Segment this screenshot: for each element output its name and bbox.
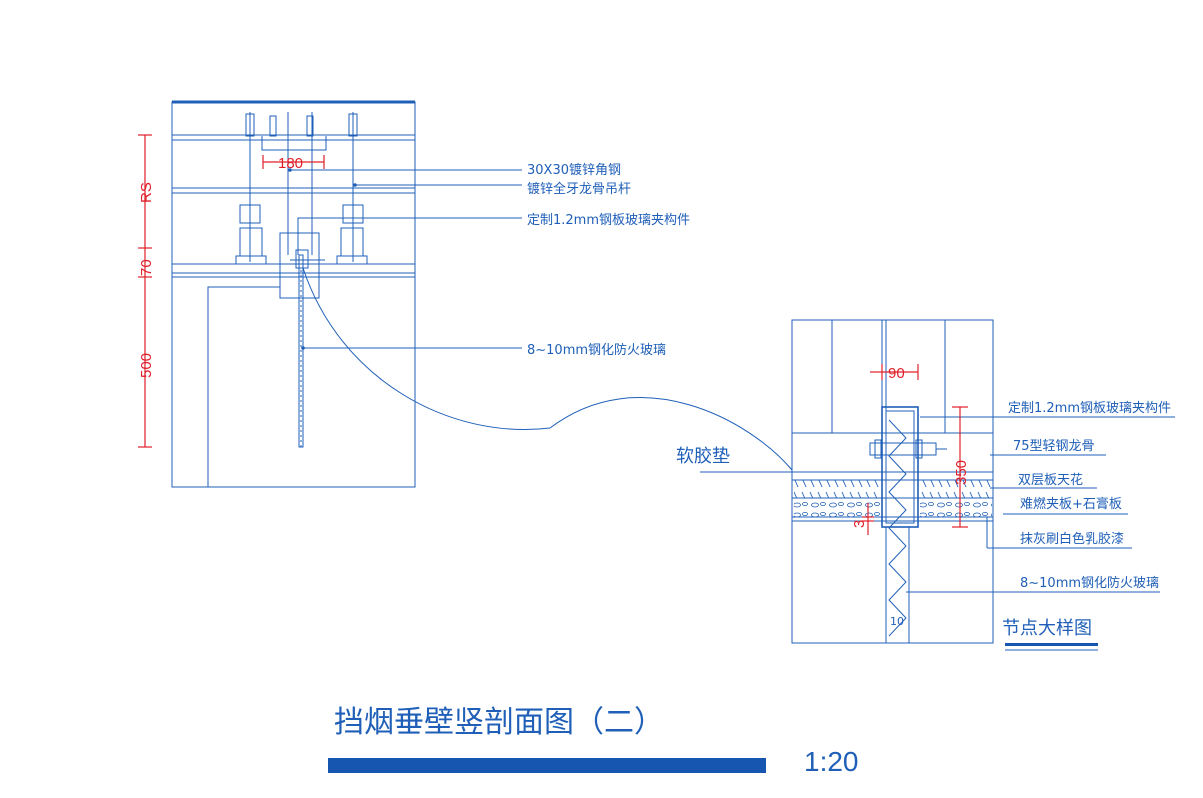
detail-label-ceiling: 双层板天花 [1018,472,1083,488]
detail-label-paint: 抹灰刷白色乳胶漆 [1020,531,1124,547]
detail-label-board: 难燃夹板+石膏板 [1020,496,1122,512]
scale-label: 1:20 [804,746,859,777]
carrier-channel-left [235,204,267,265]
dim-180: 180 [262,155,325,172]
dim-70-label: 70 [138,259,155,276]
dim-90-label: 90 [888,365,905,382]
label-angle-steel: 30X30镀锌角钢 [527,162,621,178]
detail-glass [888,419,907,637]
title-bar [328,758,766,773]
main-title: 挡烟垂壁竖剖面图（二） [334,705,664,740]
detail-clamp [881,406,919,528]
detail-label-glass: 8~10mm钢化防火玻璃 [1020,575,1159,591]
dim-350-label: 350 [953,460,970,485]
detail-label-keel: 75型轻钢龙骨 [1013,439,1095,454]
ceiling-board [171,263,416,274]
dim-3-label: 3 [851,520,868,528]
section-outline [171,134,416,488]
detail-label-clamp: 定制1.2mm钢板玻璃夹构件 [1008,401,1171,416]
detail-title: 节点大样图 [1002,618,1092,639]
label-soft-pad: 软胶垫 [676,446,730,467]
detail-dimensions: 90 350 3 10 [851,364,970,628]
node-detail: 90 350 3 10 定制1.2mm钢板玻璃夹构件 75型轻钢龙骨 双层板天花… [791,319,1175,651]
detail-frame [791,319,994,644]
carrier-channel-right [336,204,368,265]
label-glass: 8~10mm钢化防火玻璃 [527,342,666,358]
vertical-dimensions: RS 70 500 [138,134,155,448]
detail-board-bottom [794,500,880,517]
left-section: 180 RS 70 500 30X30镀锌角钢 镀锌全牙龙骨吊杆 定制1.2mm… [138,100,690,488]
concrete-slab [171,101,416,136]
callout-curve [302,267,793,471]
dim-500-label: 500 [138,353,155,378]
dim-180-label: 180 [278,155,303,172]
label-hanger-rod: 镀锌全牙龙骨吊杆 [527,181,631,197]
dim-rs-label: RS [138,182,155,203]
label-clamp: 定制1.2mm钢板玻璃夹构件 [527,213,690,228]
dim-10-label: 10 [890,615,904,628]
detail-board-top [794,480,880,498]
